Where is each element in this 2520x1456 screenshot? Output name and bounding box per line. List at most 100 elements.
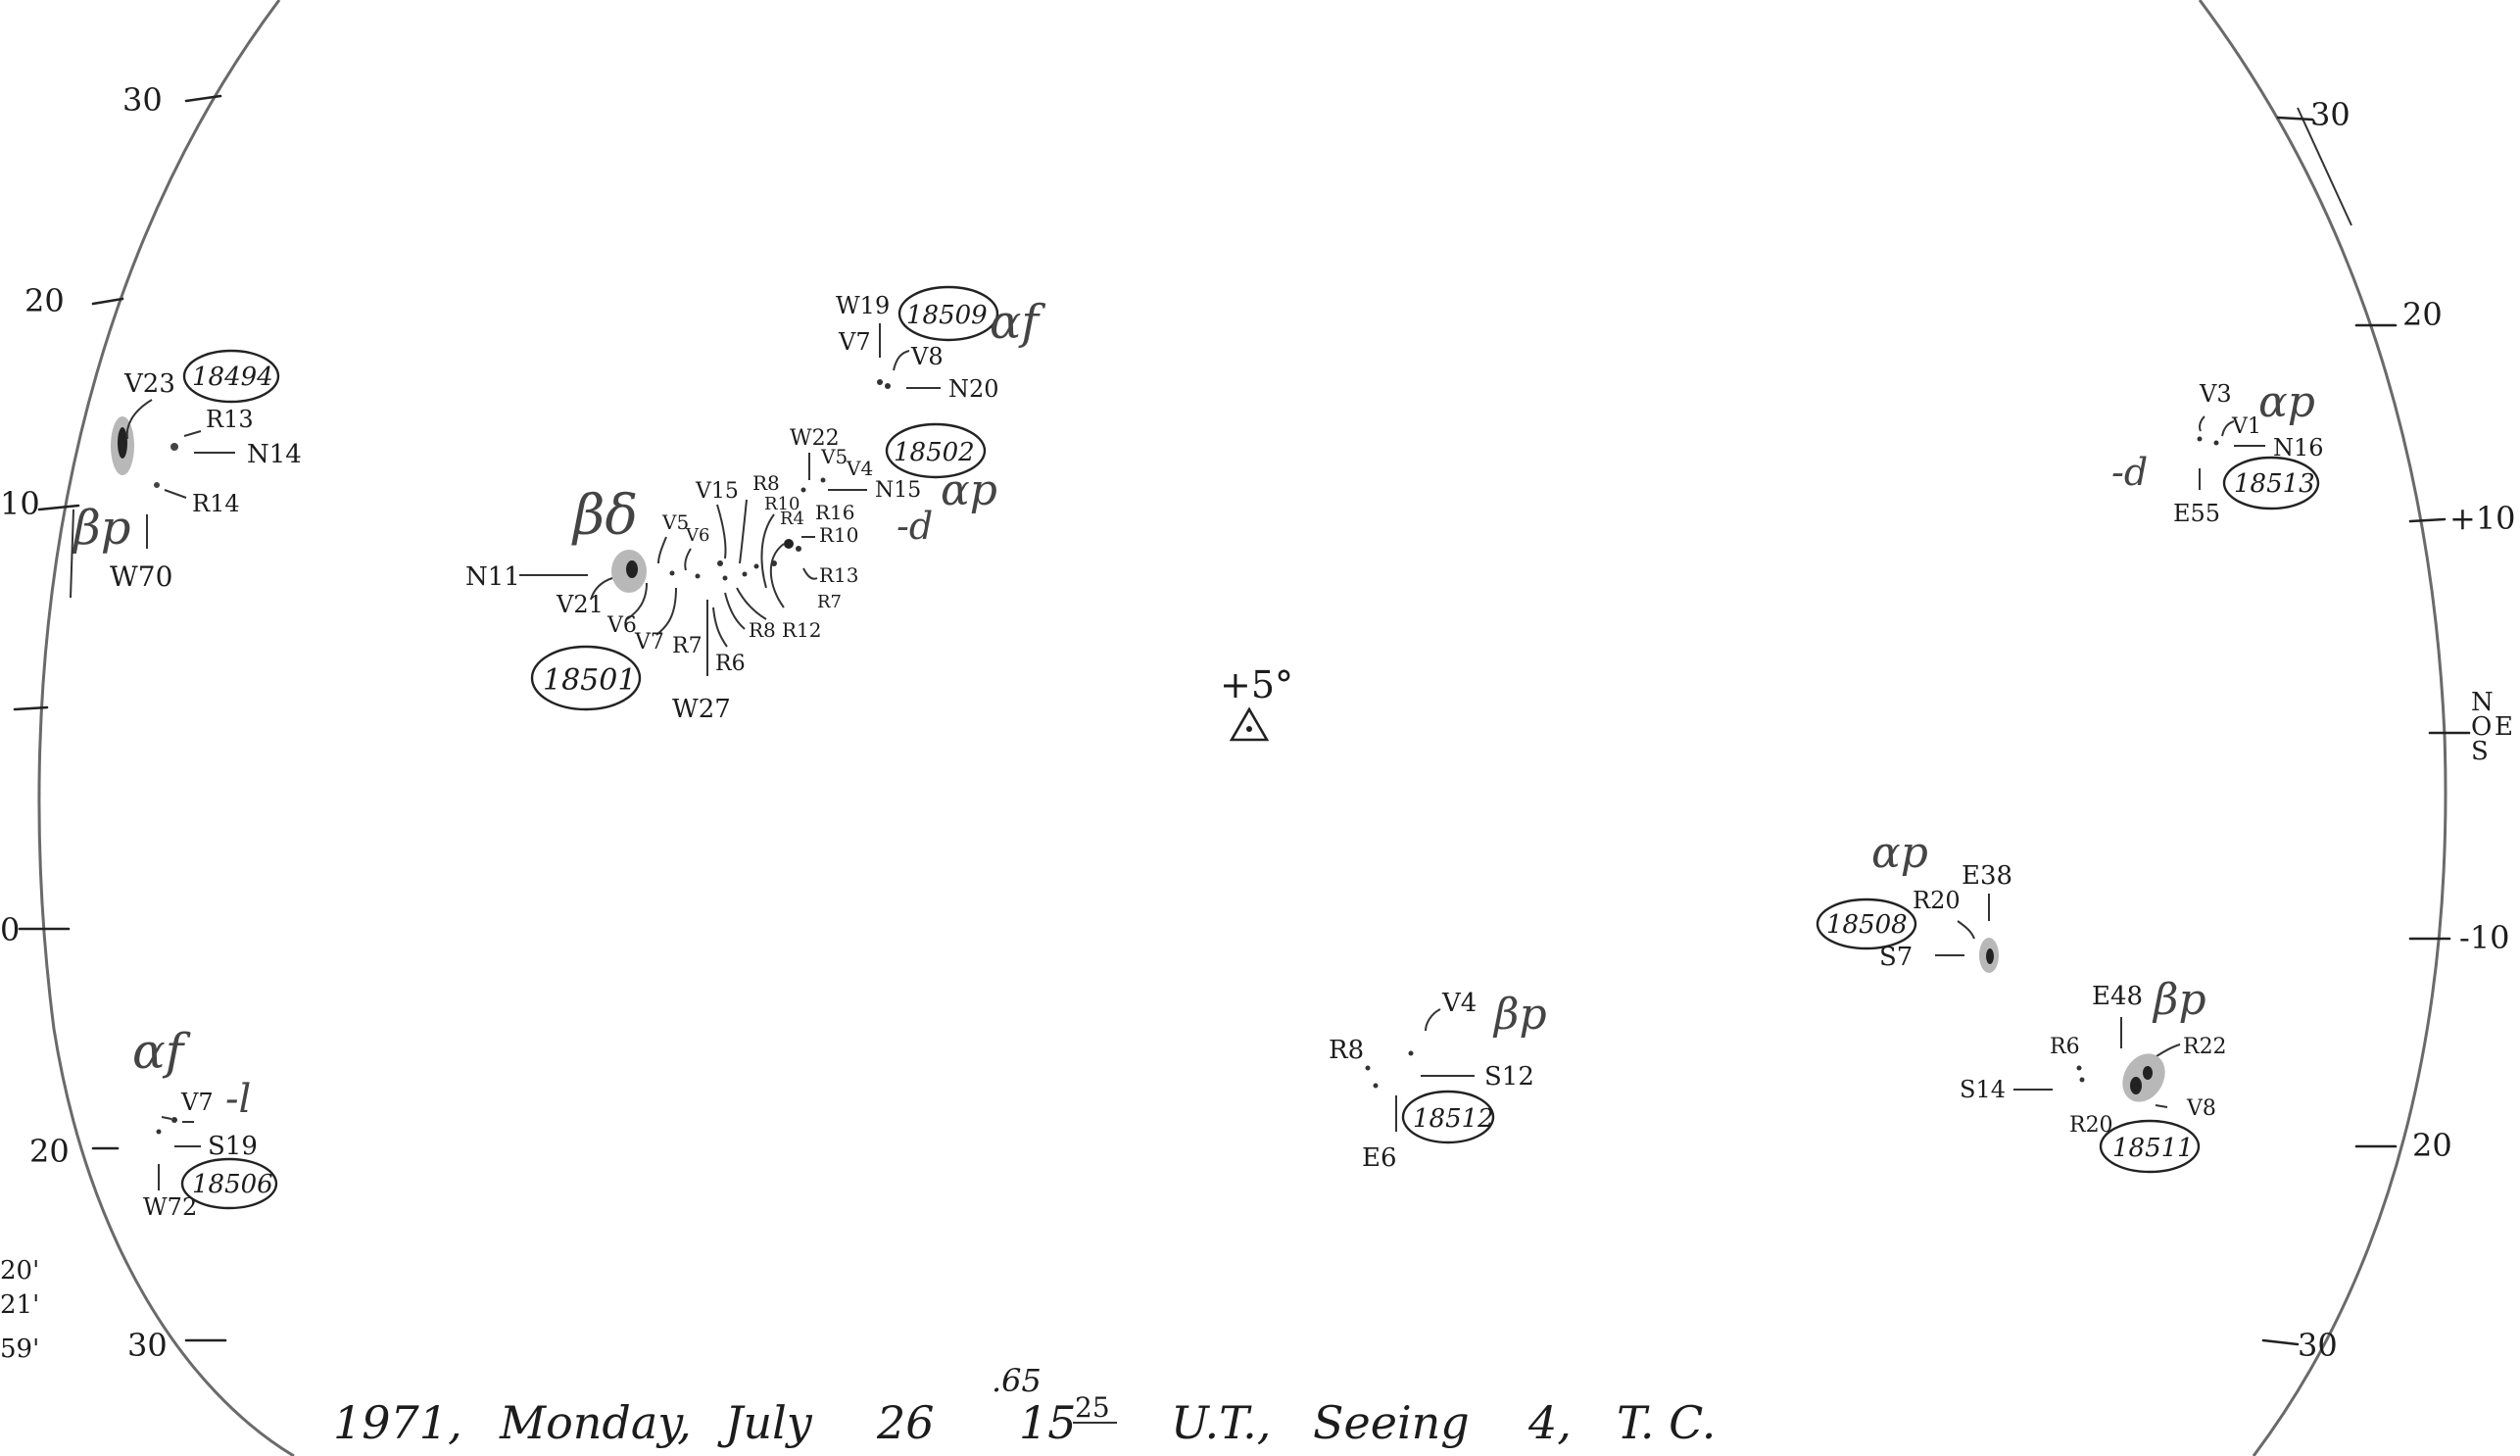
label-n11: N11 — [465, 562, 520, 592]
label-v23: V23 — [123, 369, 175, 399]
label-s12: S12 — [1484, 1062, 1534, 1092]
region-id-18506: 18506 — [192, 1170, 273, 1199]
footer-year: 1971, — [333, 1396, 462, 1449]
label-n14: N14 — [247, 440, 302, 469]
label-s19: S19 — [208, 1132, 258, 1161]
label-v6-a: V6 — [606, 613, 637, 638]
label-v5-18502: V5 — [820, 445, 848, 468]
label-s7: S7 — [1879, 943, 1913, 972]
class-18509: αf — [990, 295, 1045, 350]
region-id-18494: 18494 — [192, 363, 273, 392]
region-18513: V3 αp V1 N16 -d 18513 E55 — [2111, 377, 2324, 527]
class-18506: αf — [132, 1023, 191, 1080]
label-e55: E55 — [2173, 500, 2220, 527]
label-r4: R4 — [780, 509, 804, 529]
footer-seeing-label: Seeing — [1313, 1396, 1470, 1449]
class-18513: αp — [2258, 377, 2315, 427]
label-w19: W19 — [836, 292, 890, 319]
footer-ut: U.T., — [1171, 1396, 1271, 1449]
label-v7-18509: V7 — [838, 328, 871, 356]
region-18509: W19 18509 αf V7 V8 N20 — [836, 285, 1045, 403]
left-tick-30n: 30 — [122, 81, 163, 119]
label-v21: V21 — [556, 591, 604, 618]
solar-limb-left — [37, 0, 295, 1456]
right-tick-30s: 30 — [2298, 1327, 2338, 1364]
extra-18506: -l — [225, 1077, 251, 1122]
label-r22: R22 — [2183, 1035, 2227, 1059]
direction-e: E — [2495, 712, 2513, 742]
label-r16: R16 — [815, 501, 855, 524]
left-tick-10s: 0 — [0, 911, 20, 948]
class-18512: βp — [1492, 990, 1547, 1040]
region-id-18509: 18509 — [906, 301, 988, 330]
edge-note-2: 21' — [0, 1290, 39, 1320]
footer-hour: 15 — [1019, 1396, 1077, 1449]
label-n16: N16 — [2273, 434, 2324, 461]
observation-footer: 1971, Monday, July 26 15 U.T., Seeing 4,… — [333, 1362, 1716, 1449]
label-r8-c: R8 — [1329, 1036, 1364, 1065]
direction-n: N — [2471, 688, 2494, 717]
footer-line: 1971, Monday, July 26 15 U.T., Seeing 4,… — [333, 1396, 1716, 1449]
footer-day-fraction: .65 — [992, 1362, 1042, 1399]
label-r12: R12 — [782, 618, 822, 642]
label-r8-a: R8 — [752, 471, 780, 495]
label-v6-b: V6 — [685, 525, 709, 546]
label-r13: R13 — [206, 406, 254, 433]
label-v3: V3 — [2199, 380, 2232, 408]
label-r13-b: R13 — [819, 563, 859, 587]
label-v8-18511: V8 — [2186, 1096, 2216, 1121]
footer-seeing-value: 4, — [1527, 1396, 1572, 1449]
right-tick-10s: -10 — [2459, 919, 2510, 956]
footer-observer: T. C. — [1617, 1396, 1716, 1449]
label-r6-b: R6 — [2050, 1035, 2080, 1059]
right-tick-20s: 20 — [2412, 1127, 2452, 1164]
region-18494: V23 18494 R13 N14 R14 βp W70 — [70, 349, 302, 599]
label-n20: N20 — [948, 375, 999, 403]
disk-center: +5° — [1220, 663, 1293, 742]
limb-overshoot-mark — [2297, 107, 2352, 226]
left-tick-10n: 10 — [0, 485, 40, 522]
label-r20-a: R20 — [1913, 887, 1961, 914]
label-n15: N15 — [875, 478, 921, 503]
label-v5-b: V5 — [661, 510, 689, 534]
region-18511: E48 βp R6 R22 S14 R20 V8 18511 — [1960, 975, 2227, 1174]
right-latitude-scale: 30 20 +10 -10 20 30 N O E S — [2261, 96, 2516, 1364]
region-id-18508: 18508 — [1826, 910, 1908, 940]
region-18501: βδ N11 V21 V6 V7 R7 R6 18501 W27 V5 V6 V… — [465, 479, 767, 724]
class-18511: βp — [2152, 975, 2206, 1025]
label-s14: S14 — [1960, 1076, 2006, 1103]
footer-weekday: Monday, — [499, 1396, 692, 1449]
class-18494: βp — [72, 501, 130, 556]
label-v7-18506: V7 — [180, 1089, 214, 1116]
extra-18502: -d — [897, 505, 933, 548]
label-w72: W72 — [143, 1193, 197, 1221]
label-r10-b: R10 — [819, 523, 859, 547]
label-e48: E48 — [2092, 982, 2143, 1011]
footer-day: 26 — [876, 1396, 935, 1449]
region-id-18513: 18513 — [2234, 469, 2315, 499]
class-18508: αp — [1871, 828, 1928, 878]
label-v1: V1 — [2231, 414, 2261, 439]
footer-month: July — [717, 1396, 813, 1449]
label-r8-b: R8 — [749, 618, 776, 642]
center-label: +5° — [1220, 663, 1293, 706]
region-18506: αf V7 -l S19 18506 W72 — [132, 1023, 278, 1221]
label-e38: E38 — [1962, 861, 2012, 891]
label-w27: W27 — [672, 695, 731, 724]
label-v8-18509: V8 — [910, 343, 944, 370]
label-r7-b: R7 — [672, 634, 703, 658]
class-18502: αp — [941, 465, 997, 515]
region-id-18511: 18511 — [2112, 1134, 2194, 1163]
edge-note-3: 59' — [0, 1335, 39, 1364]
region-id-18501: 18501 — [543, 663, 636, 698]
label-v15: V15 — [695, 479, 739, 504]
edge-note-1: 20' — [0, 1256, 39, 1286]
label-v4-18502: V4 — [846, 457, 873, 480]
label-r6-a: R6 — [715, 652, 746, 676]
right-tick-30n: 30 — [2310, 96, 2350, 133]
left-tick-20s: 20 — [29, 1133, 70, 1170]
label-r10-a: R10 — [764, 494, 800, 514]
left-latitude-scale: 30 20 10 0 20 30 20' 21' 59' — [0, 81, 227, 1364]
left-tick-30s: 30 — [127, 1327, 168, 1364]
